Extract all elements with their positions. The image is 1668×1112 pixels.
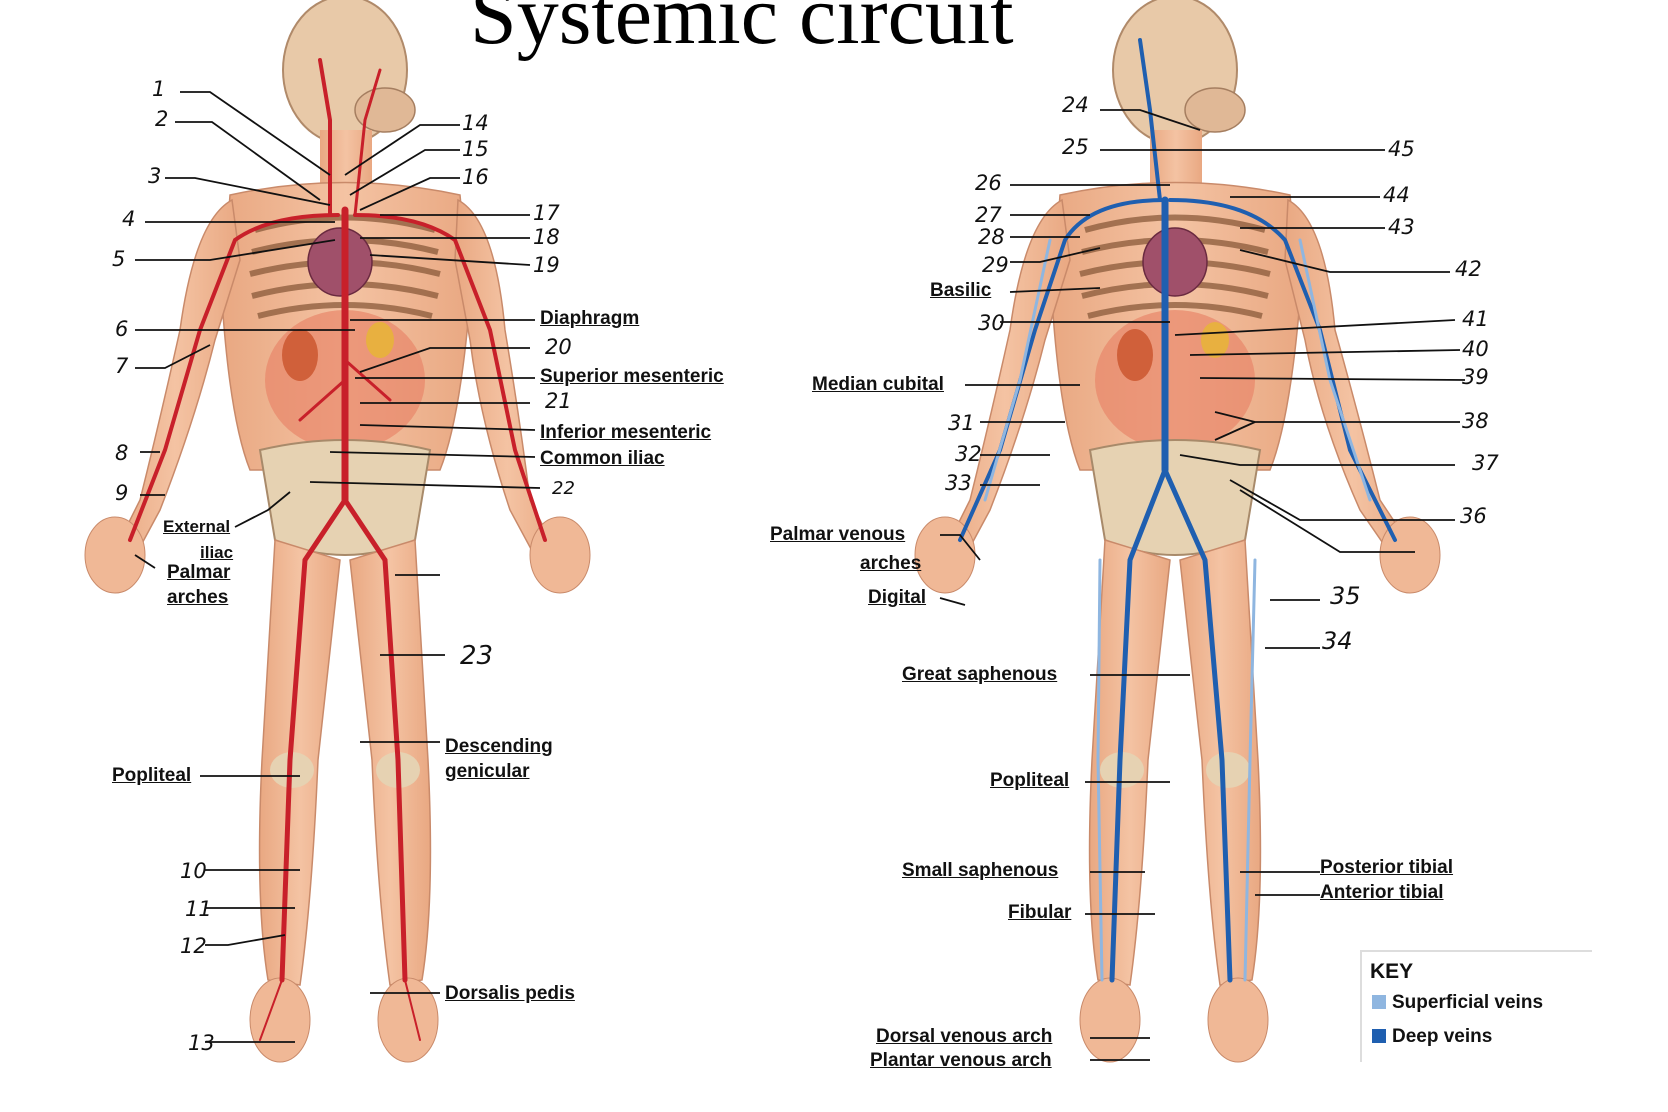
number-42: 42: [1455, 257, 1482, 281]
number-10: 10: [180, 859, 207, 883]
number-33: 33: [945, 471, 972, 495]
number-15: 15: [462, 137, 489, 161]
page-title: Systemic circuit: [470, 0, 1014, 62]
number-41: 41: [1462, 307, 1489, 331]
number-21: 21: [545, 389, 572, 413]
label-common-iliac: Common iliac: [540, 448, 665, 469]
label-diaphragm: Diaphragm: [540, 308, 640, 329]
label-palmar-venous-arches-2: arches: [860, 553, 922, 574]
number-17: 17: [533, 201, 560, 225]
number-36: 36: [1460, 504, 1487, 528]
label-superior-mesenteric: Superior mesenteric: [540, 366, 724, 387]
number-28: 28: [978, 225, 1005, 249]
number-22: 22: [552, 478, 575, 499]
number-23: 23: [460, 641, 494, 671]
number-7: 7: [115, 354, 129, 378]
superficial-vein-swatch: [1372, 995, 1386, 1009]
heart-left: [307, 227, 373, 297]
key-superficial-label: Superficial veins: [1392, 992, 1544, 1013]
number-37: 37: [1472, 451, 1499, 475]
number-24: 24: [1062, 93, 1089, 117]
label-digital: Digital: [868, 587, 927, 608]
superficial-vein-paths: [983, 238, 1372, 982]
key-superficial-veins: Superficial veins: [1372, 992, 1543, 1014]
number-25: 25: [1062, 135, 1089, 159]
label-inferior-mesenteric: Inferior mesenteric: [540, 422, 712, 443]
legend-key: KEY Superficial veins Deep veins: [1360, 950, 1592, 1062]
label-posterior-tibial: Posterior tibial: [1320, 857, 1454, 878]
number-30: 30: [978, 311, 1005, 335]
label-popliteal-vein: Popliteal: [990, 770, 1070, 791]
key-deep-label: Deep veins: [1392, 1026, 1493, 1047]
number-6: 6: [115, 317, 129, 341]
label-median-cubital: Median cubital: [812, 374, 944, 395]
number-8: 8: [115, 441, 129, 465]
number-34: 34: [1322, 627, 1353, 655]
label-descending-genicular-1: Descending: [445, 736, 553, 757]
left-arm-left-figure: [454, 198, 561, 577]
number-16: 16: [462, 165, 489, 189]
number-9: 9: [115, 481, 129, 505]
number-1: 1: [152, 77, 166, 101]
label-dorsalis-pedis: Dorsalis pedis: [445, 983, 575, 1004]
number-20: 20: [545, 335, 572, 359]
number-4: 4: [122, 207, 136, 231]
deep-vein-swatch: [1372, 1029, 1386, 1043]
number-11: 11: [185, 897, 212, 921]
label-small-saphenous: Small saphenous: [902, 860, 1059, 881]
leader-lines: [134, 91, 1466, 1061]
number-18: 18: [533, 225, 560, 249]
number-5: 5: [112, 247, 126, 271]
number-31: 31: [948, 411, 975, 435]
label-external-iliac-1: External: [163, 517, 231, 536]
heart-right: [1142, 227, 1208, 297]
venous-figure: [914, 0, 1441, 1063]
number-40: 40: [1462, 337, 1489, 361]
label-plantar-venous-arch: Plantar venous arch: [870, 1050, 1052, 1071]
number-29: 29: [982, 253, 1009, 277]
label-basilic: Basilic: [930, 280, 992, 301]
number-27: 27: [975, 203, 1002, 227]
number-2: 2: [155, 107, 169, 131]
number-43: 43: [1388, 215, 1415, 239]
label-palmar-arches-1: Palmar: [167, 562, 231, 583]
deep-vein-paths: [958, 38, 1397, 983]
label-palmar-arches-2: arches: [167, 587, 229, 608]
key-deep-veins: Deep veins: [1372, 1026, 1492, 1048]
label-external-iliac-2: iliac: [200, 543, 234, 562]
label-anterior-tibial: Anterior tibial: [1320, 882, 1444, 903]
label-fibular: Fibular: [1008, 902, 1072, 923]
number-26: 26: [975, 171, 1002, 195]
key-title: KEY: [1370, 960, 1414, 983]
label-dorsal-venous-arch: Dorsal venous arch: [876, 1026, 1053, 1047]
number-44: 44: [1383, 183, 1410, 207]
number-12: 12: [180, 934, 207, 958]
right-arm-left-figure: [109, 198, 241, 577]
number-14: 14: [462, 111, 489, 135]
number-13: 13: [188, 1031, 215, 1055]
label-palmar-venous-arches-1: Palmar venous: [770, 524, 906, 545]
label-descending-genicular-2: genicular: [445, 761, 530, 782]
number-45: 45: [1388, 137, 1415, 161]
number-3: 3: [148, 164, 162, 188]
arterial-figure: [84, 0, 591, 1063]
label-popliteal-artery: Popliteal: [112, 765, 192, 786]
label-great-saphenous: Great saphenous: [902, 664, 1058, 685]
number-19: 19: [533, 253, 560, 277]
number-35: 35: [1330, 582, 1361, 610]
number-39: 39: [1462, 365, 1489, 389]
number-38: 38: [1462, 409, 1489, 433]
number-32: 32: [955, 442, 982, 466]
